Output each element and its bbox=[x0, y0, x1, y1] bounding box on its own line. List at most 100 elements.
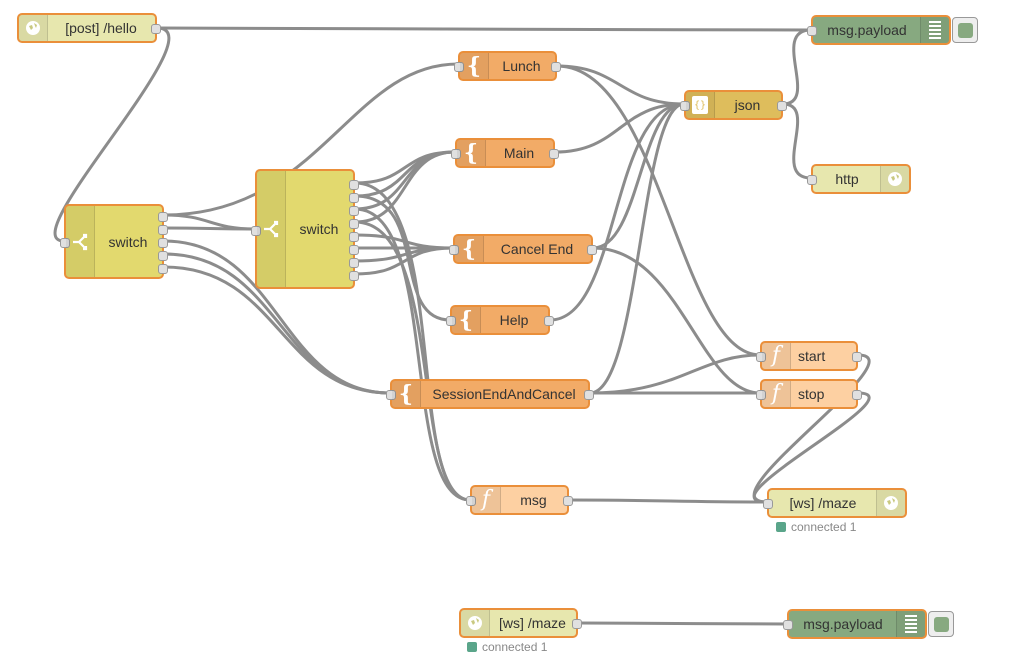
node-label: Main bbox=[503, 145, 535, 161]
template-node-cancel-end[interactable]: { Cancel End bbox=[449, 234, 597, 264]
input-port[interactable] bbox=[454, 62, 464, 72]
node-label: switch bbox=[299, 221, 339, 237]
node-label: [post] /hello bbox=[65, 20, 137, 36]
output-port[interactable] bbox=[349, 271, 359, 281]
output-port[interactable] bbox=[158, 238, 168, 248]
output-port[interactable] bbox=[587, 245, 597, 255]
wire bbox=[752, 353, 871, 504]
input-port[interactable] bbox=[763, 499, 773, 509]
input-port[interactable] bbox=[756, 352, 766, 362]
wire bbox=[588, 102, 686, 395]
template-brace-icon: { bbox=[455, 236, 484, 262]
function-icon: f bbox=[472, 487, 501, 513]
wire bbox=[781, 28, 813, 106]
output-port[interactable] bbox=[349, 232, 359, 242]
node-label: [ws] /maze bbox=[789, 495, 857, 511]
function-node-msg[interactable]: f msg bbox=[466, 485, 573, 515]
output-port[interactable] bbox=[158, 251, 168, 261]
output-port[interactable] bbox=[151, 24, 161, 34]
list-lines-icon bbox=[920, 17, 949, 43]
node-label: start bbox=[798, 348, 826, 364]
output-port[interactable] bbox=[158, 212, 168, 222]
input-port[interactable] bbox=[446, 316, 456, 326]
wire bbox=[752, 391, 871, 504]
output-port[interactable] bbox=[349, 219, 359, 229]
output-port[interactable] bbox=[572, 619, 582, 629]
output-port[interactable] bbox=[158, 225, 168, 235]
input-port[interactable] bbox=[386, 390, 396, 400]
input-port[interactable] bbox=[60, 238, 70, 248]
http-response-node[interactable]: http bbox=[807, 164, 911, 194]
function-icon: f bbox=[762, 343, 791, 369]
output-port[interactable] bbox=[584, 390, 594, 400]
wire bbox=[162, 213, 257, 231]
output-port[interactable] bbox=[349, 258, 359, 268]
function-node-stop[interactable]: f stop bbox=[756, 379, 862, 409]
websocket-out-node[interactable]: [ws] /maze bbox=[763, 488, 907, 518]
http-in-node[interactable]: [post] /hello bbox=[17, 13, 161, 43]
wire bbox=[553, 102, 686, 154]
output-port[interactable] bbox=[563, 496, 573, 506]
input-port[interactable] bbox=[756, 390, 766, 400]
wire bbox=[781, 102, 813, 180]
globe-icon bbox=[461, 610, 490, 636]
wire bbox=[591, 246, 762, 395]
output-port[interactable] bbox=[349, 180, 359, 190]
output-port[interactable] bbox=[349, 245, 359, 255]
wire bbox=[162, 226, 257, 231]
template-node-session-end-and-cancel[interactable]: { SessionEndAndCancel bbox=[386, 379, 594, 409]
wire bbox=[548, 102, 686, 322]
output-port[interactable] bbox=[777, 101, 787, 111]
globe-icon bbox=[876, 490, 905, 516]
template-node-lunch[interactable]: { Lunch bbox=[454, 51, 561, 81]
input-port[interactable] bbox=[251, 226, 261, 236]
input-port[interactable] bbox=[783, 620, 793, 630]
debug-node[interactable]: msg.payload bbox=[783, 609, 927, 639]
function-node-start[interactable]: f start bbox=[756, 341, 862, 371]
output-port[interactable] bbox=[158, 264, 168, 274]
output-port[interactable] bbox=[349, 206, 359, 216]
template-brace-icon: { bbox=[452, 307, 481, 333]
debug-node[interactable]: msg.payload bbox=[807, 15, 951, 45]
switch-node-2[interactable]: switch bbox=[251, 169, 359, 289]
wire bbox=[576, 621, 789, 626]
json-node[interactable]: {} json bbox=[680, 90, 787, 120]
wire bbox=[353, 194, 452, 322]
template-brace-icon: { bbox=[457, 140, 486, 166]
input-port[interactable] bbox=[680, 101, 690, 111]
output-port[interactable] bbox=[852, 352, 862, 362]
node-label: json bbox=[734, 97, 761, 113]
output-port[interactable] bbox=[544, 316, 554, 326]
status-dot-icon bbox=[776, 522, 786, 532]
wire bbox=[588, 353, 762, 395]
node-label: switch bbox=[108, 233, 148, 250]
websocket-in-node[interactable]: [ws] /maze bbox=[459, 608, 582, 638]
output-port[interactable] bbox=[852, 390, 862, 400]
output-port[interactable] bbox=[551, 62, 561, 72]
template-node-help[interactable]: { Help bbox=[446, 305, 554, 335]
switch-node-1[interactable]: switch bbox=[60, 204, 168, 279]
wire bbox=[353, 181, 472, 502]
node-status: connected 1 bbox=[776, 520, 856, 534]
wire bbox=[353, 150, 457, 211]
input-port[interactable] bbox=[807, 26, 817, 36]
function-icon: f bbox=[762, 381, 791, 407]
debug-toggle-button[interactable] bbox=[952, 17, 978, 43]
wire bbox=[567, 498, 769, 504]
node-label: msg bbox=[520, 492, 547, 508]
input-port[interactable] bbox=[466, 496, 476, 506]
input-port[interactable] bbox=[449, 245, 459, 255]
output-port[interactable] bbox=[349, 193, 359, 203]
list-lines-icon bbox=[896, 611, 925, 637]
input-port[interactable] bbox=[451, 149, 461, 159]
debug-toggle-button[interactable] bbox=[928, 611, 954, 637]
template-brace-icon: { bbox=[392, 381, 421, 407]
status-text: connected 1 bbox=[482, 640, 548, 654]
template-node-main[interactable]: { Main bbox=[451, 138, 559, 168]
input-port[interactable] bbox=[807, 175, 817, 185]
output-port[interactable] bbox=[549, 149, 559, 159]
globe-icon bbox=[19, 15, 48, 41]
node-label: http bbox=[835, 171, 859, 187]
